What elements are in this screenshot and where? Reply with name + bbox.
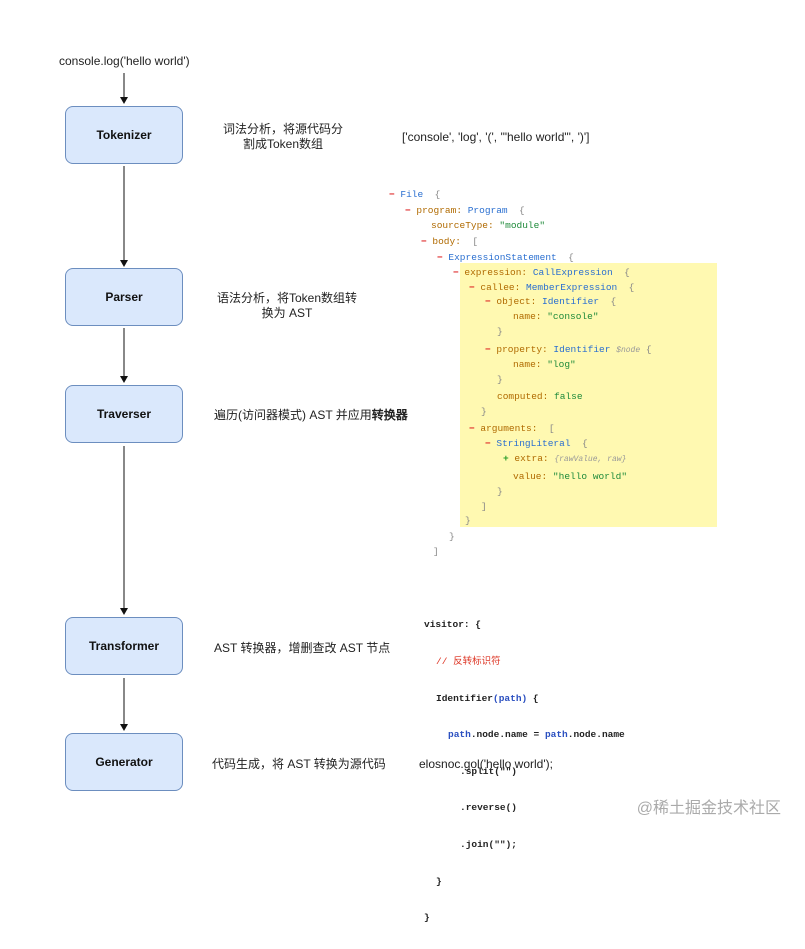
visitor-code-comment: // 反转标识符	[436, 656, 501, 668]
tokenizer-description-line-1: 词法分析，将源代码分	[222, 122, 343, 136]
collapse-icon: −	[485, 296, 491, 307]
ast-tree: − File { − program: Program { sourceType…	[0, 0, 652, 557]
ast-line-property-close: }	[497, 374, 503, 385]
node-tokenizer: Tokenizer	[65, 106, 183, 164]
ast-line-expression-close: }	[465, 515, 471, 526]
ast-line-body-close: ]	[433, 546, 439, 557]
ast-line-computed: computed: false	[497, 391, 583, 402]
visitor-code-assign: path.node.name = path.node.name	[448, 729, 625, 741]
input-code: console.log('hello world')	[59, 54, 190, 68]
parser-description: 语法分析，将Token数组转 换为 AST	[216, 291, 358, 321]
visitor-code-reverse: .reverse()	[460, 802, 518, 814]
collapse-icon: −	[389, 189, 395, 200]
visitor-code-split: .split("")	[460, 765, 518, 777]
parser-description-line-2: 换为 AST	[261, 306, 313, 320]
ast-line-object-close: }	[497, 326, 503, 337]
node-traverser: Traverser	[65, 385, 183, 443]
ast-line-callee: − callee: MemberExpression {	[469, 282, 635, 293]
collapse-icon: −	[437, 252, 443, 263]
ast-line-string-literal-close: }	[497, 486, 503, 497]
traverser-description-plain: 遍历(访问器模式) AST 并应用	[214, 408, 372, 422]
ast-line-extra: + extra: {rawValue, raw}	[503, 453, 627, 464]
collapse-icon: −	[453, 267, 459, 278]
ast-line-file: − File {	[389, 189, 441, 200]
node-transformer: Transformer	[65, 617, 183, 675]
watermark: @稀土掘金技术社区	[636, 800, 781, 817]
collapse-icon: −	[469, 423, 475, 434]
generated-output: elosnoc.gol('hello world');	[419, 757, 553, 771]
flow-arrows	[120, 73, 128, 731]
ast-line-expression-statement: − ExpressionStatement {	[437, 252, 574, 263]
visitor-code-line-1: visitor: {	[424, 619, 482, 631]
ast-highlight-region	[460, 263, 717, 527]
parser-description-line-1: 语法分析，将Token数组转	[216, 291, 358, 305]
ast-line-string-literal: − StringLiteral {	[485, 438, 588, 449]
ast-line-body: − body: [	[421, 236, 479, 247]
transformer-description: AST 转换器，增删查改 AST 节点	[214, 641, 391, 655]
tokenizer-description-line-2: 割成Token数组	[242, 137, 324, 151]
ast-line-object-name: name: "console"	[513, 311, 599, 322]
expand-icon: +	[503, 453, 509, 464]
visitor-code-close-inner: }	[436, 875, 442, 887]
traverser-description: 遍历(访问器模式) AST 并应用转换器	[214, 408, 408, 423]
ast-line-arguments-close: ]	[481, 501, 487, 512]
ast-line-value: value: "hello world"	[513, 471, 628, 482]
tokens-output: ['console', 'log', '(', '"hello world"',…	[402, 130, 590, 144]
visitor-code-close-outer: }	[424, 912, 430, 924]
generator-description: 代码生成，将 AST 转换为源代码	[212, 757, 386, 771]
visitor-code-identifier: Identifier(path) {	[436, 692, 539, 704]
ast-line-property: − property: Identifier $node {	[485, 344, 652, 355]
collapse-icon: −	[405, 205, 411, 216]
ast-line-arguments: − arguments: [	[469, 423, 555, 434]
compiler-pipeline-diagram: console.log('hello world') Tokenizer Par…	[0, 0, 781, 923]
ast-line-property-name: name: "log"	[513, 359, 576, 370]
node-parser: Parser	[65, 268, 183, 326]
collapse-icon: −	[485, 344, 491, 355]
tokenizer-description: 词法分析，将源代码分 割成Token数组	[222, 122, 344, 152]
ast-line-callee-close: }	[481, 406, 487, 417]
collapse-icon: −	[485, 438, 491, 449]
collapse-icon: −	[421, 236, 427, 247]
ast-line-program: − program: Program {	[405, 205, 525, 216]
collapse-icon: −	[469, 282, 475, 293]
ast-line-statement-close: }	[449, 531, 455, 542]
ast-line-expression: − expression: CallExpression {	[453, 267, 630, 278]
visitor-code-join: .join("");	[460, 839, 518, 851]
ast-line-object: − object: Identifier {	[485, 296, 617, 307]
traverser-description-bold: 转换器	[371, 408, 408, 422]
visitor-code-block: visitor: { // 反转标识符 Identifier(path) { p…	[424, 595, 625, 949]
ast-line-sourcetype: sourceType: "module"	[431, 220, 546, 231]
node-generator: Generator	[65, 733, 183, 791]
